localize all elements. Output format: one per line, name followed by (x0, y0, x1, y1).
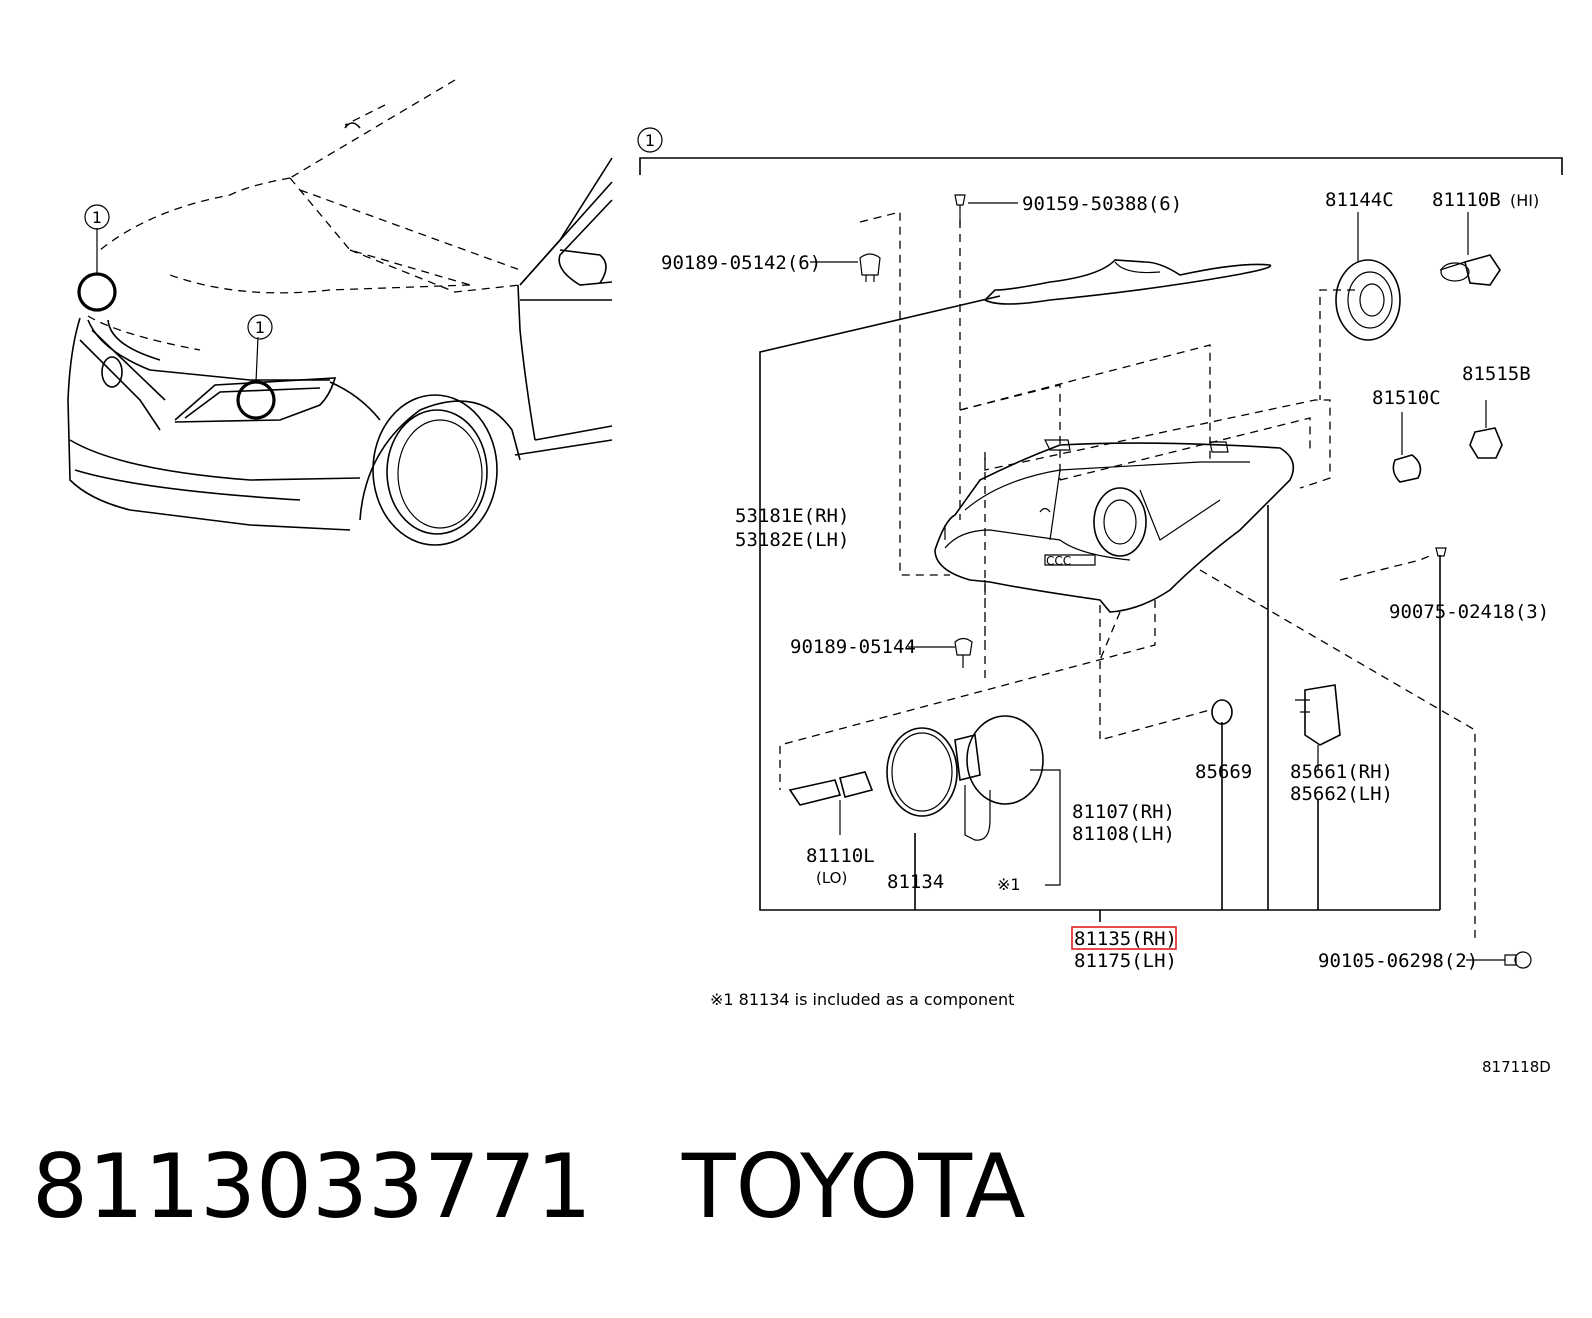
footnote: ※1 81134 is included as a component (710, 990, 1014, 1009)
screw-90075 (1435, 547, 1447, 557)
car-front-overview: 1 1 (67, 79, 613, 546)
svg-text:1: 1 (255, 318, 265, 337)
label-90159-50388[interactable]: 90159-50388(6) (1022, 193, 1182, 215)
label-81110b-hi: (HI) (1510, 191, 1539, 210)
ballast-81107 (954, 715, 1061, 886)
svg-text:1: 1 (645, 131, 655, 150)
exploded-headlamp-view: 1 CCC (637, 127, 1563, 1076)
label-81175-lh[interactable]: 81175(LH) (1074, 950, 1177, 972)
socket-81144c (1335, 259, 1401, 341)
bulb-81110b (1439, 254, 1501, 286)
ref-mark-1: ※1 (997, 875, 1021, 894)
callout-marker-1a[interactable]: 1 (84, 204, 110, 230)
product-caption: 8113033771 TOYOTA (32, 1132, 1025, 1242)
bulb-81510c (1392, 454, 1422, 483)
label-81515b[interactable]: 81515B (1462, 363, 1531, 385)
svg-text:CCC: CCC (1046, 554, 1071, 568)
callout-ring-left (77, 272, 117, 312)
label-85661-rh[interactable]: 85661(RH) (1290, 761, 1393, 783)
brand-name: TOYOTA (681, 1135, 1026, 1238)
label-81110b[interactable]: 81110B (1432, 189, 1501, 211)
screw-90105 (1504, 951, 1532, 969)
label-90189-05144[interactable]: 90189-05144 (790, 636, 916, 658)
gasket-81134 (886, 727, 958, 817)
label-81110l[interactable]: 81110L (806, 845, 875, 867)
label-53182e-lh[interactable]: 53182E(LH) (735, 529, 849, 551)
section-marker-1[interactable]: 1 (637, 127, 663, 153)
actuator-85661 (1295, 684, 1341, 770)
label-81510c[interactable]: 81510C (1372, 387, 1441, 409)
label-81134[interactable]: 81134 (887, 871, 944, 893)
label-81110l-lo: (LO) (816, 869, 847, 887)
label-81108-lh[interactable]: 81108(LH) (1072, 823, 1175, 845)
label-81135-rh[interactable]: 81135(RH) (1074, 928, 1177, 950)
callout-ring-right (236, 380, 276, 420)
svg-text:1: 1 (92, 208, 102, 227)
socket-81515b (1469, 400, 1503, 459)
clip-90189-05144 (954, 637, 973, 668)
label-90075-02418[interactable]: 90075-02418(3) (1389, 601, 1549, 623)
oring-85669 (1211, 699, 1233, 725)
part-number: 8113033771 (32, 1135, 592, 1238)
label-85669[interactable]: 85669 (1195, 761, 1252, 783)
screw-90159 (954, 194, 966, 225)
label-90189-05142[interactable]: 90189-05142(6) (661, 252, 821, 274)
label-53181e-rh[interactable]: 53181E(RH) (735, 505, 849, 527)
label-81144c[interactable]: 81144C (1325, 189, 1394, 211)
bulb-81110l (788, 771, 874, 835)
label-90105-06298[interactable]: 90105-06298(2) (1318, 950, 1478, 972)
label-85662-lh[interactable]: 85662(LH) (1290, 783, 1393, 805)
clip-90189-05142 (859, 253, 881, 282)
highlight-box (1071, 926, 1177, 950)
label-81107-rh[interactable]: 81107(RH) (1072, 801, 1175, 823)
callout-marker-1b[interactable]: 1 (247, 314, 273, 340)
figure-id: 817118D (1482, 1058, 1551, 1076)
